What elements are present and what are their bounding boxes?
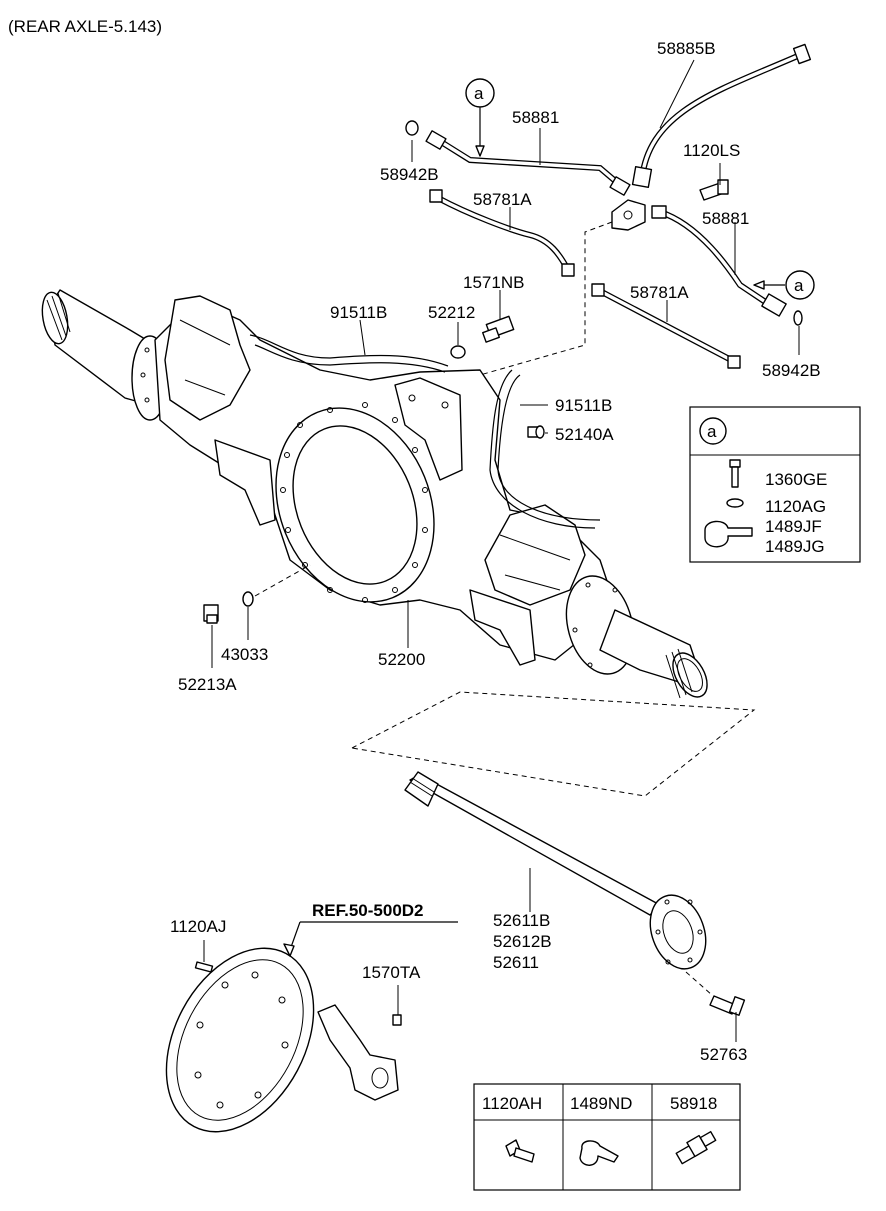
axle-housing-52200 (41, 289, 708, 699)
callout-52200: 52200 (378, 650, 425, 669)
reference-label: REF.50-500D2 (312, 901, 424, 920)
clip-icon (579, 1140, 619, 1166)
callout-52213A: 52213A (178, 675, 237, 694)
callout-43033: 43033 (221, 645, 268, 664)
callout-58881-top: 58881 (512, 108, 559, 127)
diagram-title: (REAR AXLE-5.143) (8, 17, 162, 36)
washer-58942B-top (405, 120, 419, 136)
callout-52611: 52611 (493, 953, 539, 972)
callout-1570TA: 1570TA (362, 963, 421, 982)
callout-52140A: 52140A (555, 425, 614, 444)
marker-a-right: a (785, 270, 815, 300)
washer-58942B-right (793, 310, 803, 326)
callout-58885B: 58885B (657, 39, 716, 58)
parts-table-header-1120AH: 1120AH (482, 1094, 542, 1113)
parts-table-header-1489ND: 1489ND (570, 1094, 632, 1113)
callout-58942B-right: 58942B (762, 361, 821, 380)
gasket-52212 (450, 345, 466, 359)
marker-a-top: a (465, 78, 495, 108)
pin-1120AJ (194, 961, 214, 973)
callout-91511B-right: 91511B (555, 396, 612, 415)
callout-58781A-top: 58781A (473, 190, 532, 209)
legend-item-1360GE: 1360GE (765, 470, 827, 489)
hub-bolt-52763 (709, 995, 746, 1016)
callout-58942B-top: 58942B (380, 165, 439, 184)
parts-table: 1120AH 1489ND 58918 (473, 1083, 741, 1191)
svg-text:a: a (794, 276, 804, 295)
brake-pipe-58781A-right (591, 283, 741, 369)
callout-52612B: 52612B (493, 932, 552, 951)
brake-pipe-58881-right (651, 205, 787, 317)
bracket-1570TA (317, 1004, 402, 1101)
washer-icon (726, 498, 744, 508)
axle-shaft-52611 (404, 771, 707, 970)
brake-pipe-58885B (631, 43, 812, 188)
brake-hose-91511B (254, 344, 601, 521)
legend-item-1120AG: 1120AG (765, 497, 826, 516)
callout-52212: 52212 (428, 303, 475, 322)
leader-lines (203, 59, 800, 1042)
legend-a-box: a 1360GE 1120AG 1489JF 1489JG (689, 406, 861, 563)
junction-block (611, 199, 646, 231)
breather-1571NB (482, 315, 515, 343)
callout-52611B: 52611B (493, 911, 550, 930)
legend-item-1489JF: 1489JF (765, 517, 822, 536)
callout-52763: 52763 (700, 1045, 747, 1064)
clip-icon (704, 520, 753, 548)
bolt-icon (505, 1139, 535, 1163)
callout-1571NB: 1571NB (463, 273, 524, 292)
bolt-1120LS (699, 179, 729, 201)
bolt-icon (729, 459, 741, 488)
legend-a-title: a (707, 422, 717, 441)
callout-1120LS: 1120LS (683, 141, 740, 160)
o-ring-43033 (242, 591, 254, 607)
parts-table-header-58918: 58918 (670, 1094, 717, 1113)
brake-backing-plate (165, 947, 315, 1133)
svg-text:a: a (474, 84, 484, 103)
bolt-52213A (203, 604, 219, 624)
fitting-icon (675, 1130, 717, 1165)
callout-1120AJ: 1120AJ (170, 917, 226, 936)
callout-58881-right: 58881 (702, 209, 749, 228)
brake-pipe-58881-top (425, 130, 631, 196)
callout-91511B-top: 91511B (330, 303, 387, 322)
plug-52140A (527, 425, 545, 439)
callout-58781A-right: 58781A (630, 283, 689, 302)
legend-item-1489JG: 1489JG (765, 537, 825, 556)
brake-pipe-58781A-top (429, 189, 575, 277)
